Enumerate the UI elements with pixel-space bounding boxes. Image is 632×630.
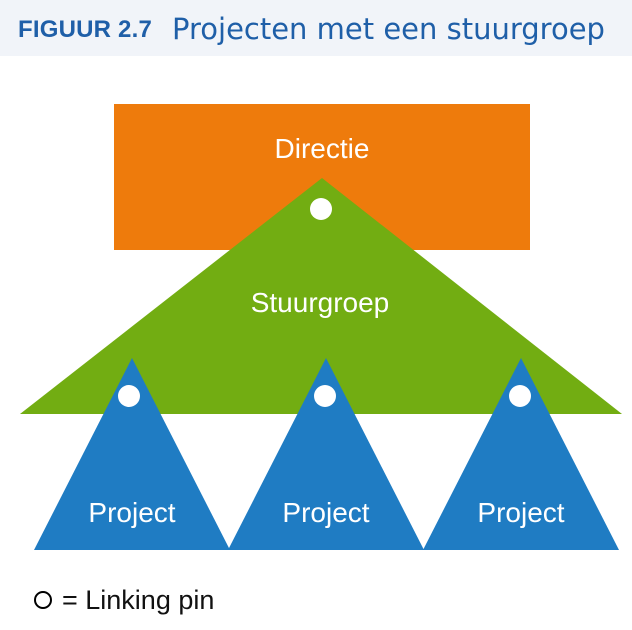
linking-pin-directie: [310, 198, 332, 220]
legend-text: = Linking pin: [62, 584, 215, 615]
linking-pin-project-2: [314, 385, 336, 407]
stuurgroep-label: Stuurgroep: [251, 287, 390, 318]
project-triangle-2: [228, 358, 424, 550]
directie-label: Directie: [275, 133, 370, 164]
legend: = Linking pin: [34, 580, 214, 620]
linking-pin-legend-icon: [34, 591, 52, 609]
figure-header: FIGUUR 2.7 Projecten met een stuurgroep: [0, 0, 632, 56]
project-triangle-3: [423, 358, 619, 550]
linking-pin-project-1: [118, 385, 140, 407]
figure-label: FIGUUR 2.7: [18, 16, 153, 43]
project-triangle-1: [34, 358, 230, 550]
project-label-2: Project: [282, 497, 369, 528]
project-label-1: Project: [88, 497, 175, 528]
stuurgroep-triangle: [20, 178, 622, 414]
linking-pin-project-3: [509, 385, 531, 407]
figure-title: Projecten met een stuurgroep: [172, 12, 605, 46]
project-label-3: Project: [477, 497, 564, 528]
